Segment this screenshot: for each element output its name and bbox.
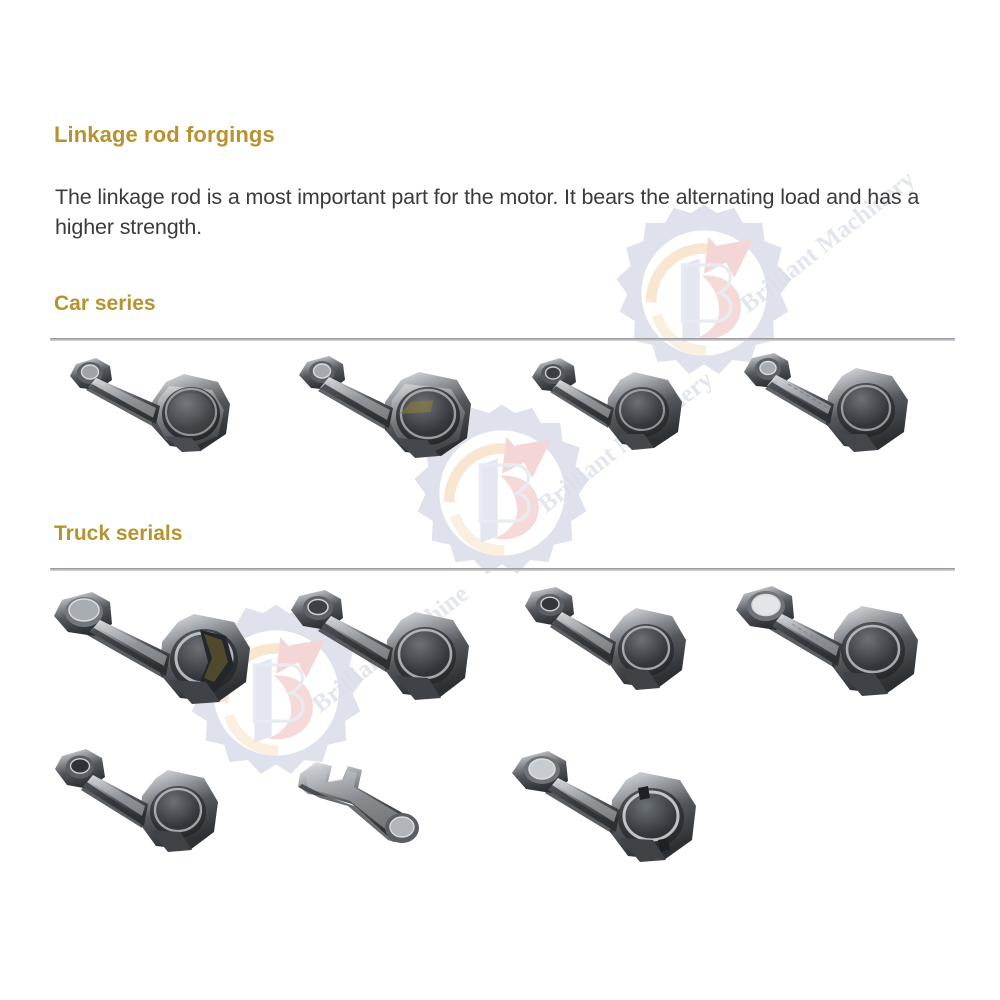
connecting-rod-truck-3 xyxy=(520,586,705,696)
section-title-car-series: Car series xyxy=(54,292,156,315)
connecting-rod-car-2 xyxy=(283,352,493,467)
section-divider-car-series xyxy=(50,338,955,341)
section-divider-truck-serials xyxy=(50,568,955,571)
connecting-rod-car-3 xyxy=(522,356,702,456)
page-description: The linkage rod is a most important part… xyxy=(55,185,920,239)
connecting-rod-truck-7 xyxy=(508,748,723,868)
connecting-rod-truck-5 xyxy=(52,748,237,858)
section-title-truck-serials: Truck serials xyxy=(54,522,183,545)
connecting-rod-car-1 xyxy=(52,352,252,462)
connecting-rod-car-4 xyxy=(736,352,931,457)
connecting-rod-truck-4 xyxy=(734,584,939,704)
connecting-rod-truck-2 xyxy=(285,588,490,708)
page-title: Linkage rod forgings xyxy=(54,122,275,147)
connecting-rod-truck-1 xyxy=(48,588,278,713)
connecting-rod-truck-6 xyxy=(288,756,453,851)
